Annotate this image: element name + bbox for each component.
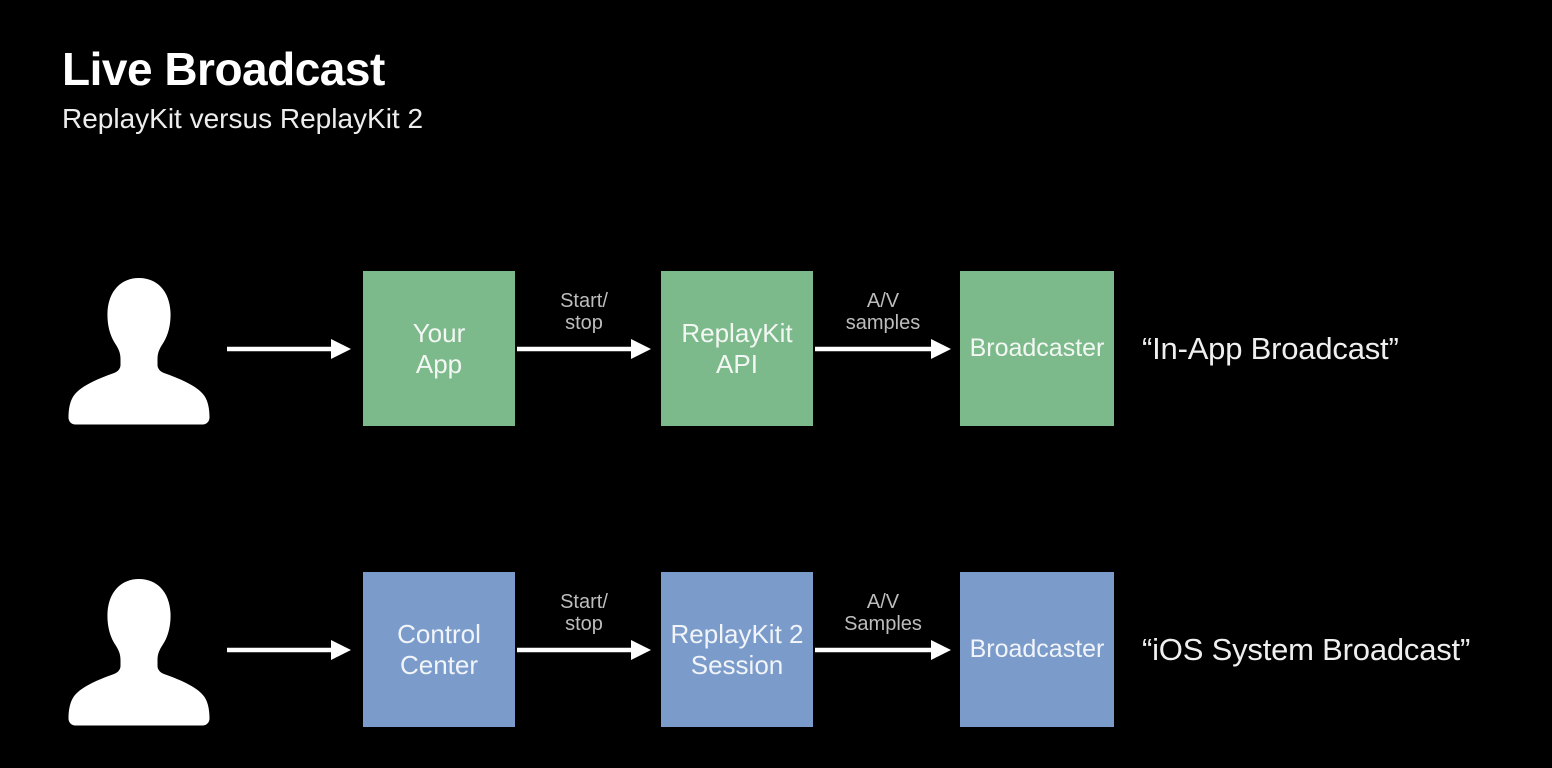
- box-label-line: ReplayKit: [681, 317, 793, 348]
- box-label-line: ReplayKit 2: [670, 618, 804, 649]
- box-your-app: Your App: [363, 271, 515, 426]
- arrow-label-start-stop: Start/ stop: [560, 290, 608, 334]
- arrow-your-app-to-replaykit-api: [517, 337, 651, 361]
- arrow-label-start-stop: Start/ stop: [560, 591, 608, 635]
- box-label-line: Control: [397, 618, 481, 649]
- flow-row-ios-system-broadcast: Control Center Start/ stop ReplayKit 2 S…: [0, 572, 1552, 728]
- arrow-user-to-your-app: [227, 337, 351, 361]
- arrow-control-center-to-replaykit2-session: [517, 638, 651, 662]
- box-control-center: Control Center: [363, 572, 515, 727]
- arrow-replaykit-api-to-broadcaster: [815, 337, 951, 361]
- person-silhouette-icon: [63, 570, 215, 727]
- arrow-label-av-samples: A/V samples: [845, 290, 921, 334]
- box-broadcaster-in-app: Broadcaster: [960, 271, 1114, 426]
- page-title: Live Broadcast: [62, 43, 385, 95]
- box-label-line: Broadcaster: [969, 334, 1105, 362]
- box-label-line: Session: [690, 649, 784, 680]
- caption-in-app-broadcast: “In-App Broadcast”: [1142, 330, 1399, 366]
- arrow-replaykit2-session-to-broadcaster: [815, 638, 951, 662]
- page-subtitle: ReplayKit versus ReplayKit 2: [62, 102, 424, 134]
- slide-header: Live Broadcast ReplayKit versus ReplayKi…: [62, 43, 424, 135]
- box-replaykit-api: ReplayKit API: [661, 271, 813, 426]
- box-label-line: Center: [399, 649, 479, 680]
- person-silhouette-icon: [63, 269, 215, 426]
- flow-row-in-app-broadcast: Your App Start/ stop ReplayKit API A/V s…: [0, 271, 1552, 427]
- caption-ios-system-broadcast: “iOS System Broadcast”: [1142, 631, 1471, 667]
- box-label-line: App: [415, 348, 463, 379]
- box-label-line: API: [716, 348, 758, 379]
- box-label-line: Broadcaster: [969, 635, 1105, 663]
- box-replaykit2-session: ReplayKit 2 Session: [661, 572, 813, 727]
- box-broadcaster-system: Broadcaster: [960, 572, 1114, 727]
- arrow-user-to-control-center: [227, 638, 351, 662]
- box-label-line: Your: [412, 317, 466, 348]
- arrow-label-av-samples: A/V Samples: [844, 591, 922, 635]
